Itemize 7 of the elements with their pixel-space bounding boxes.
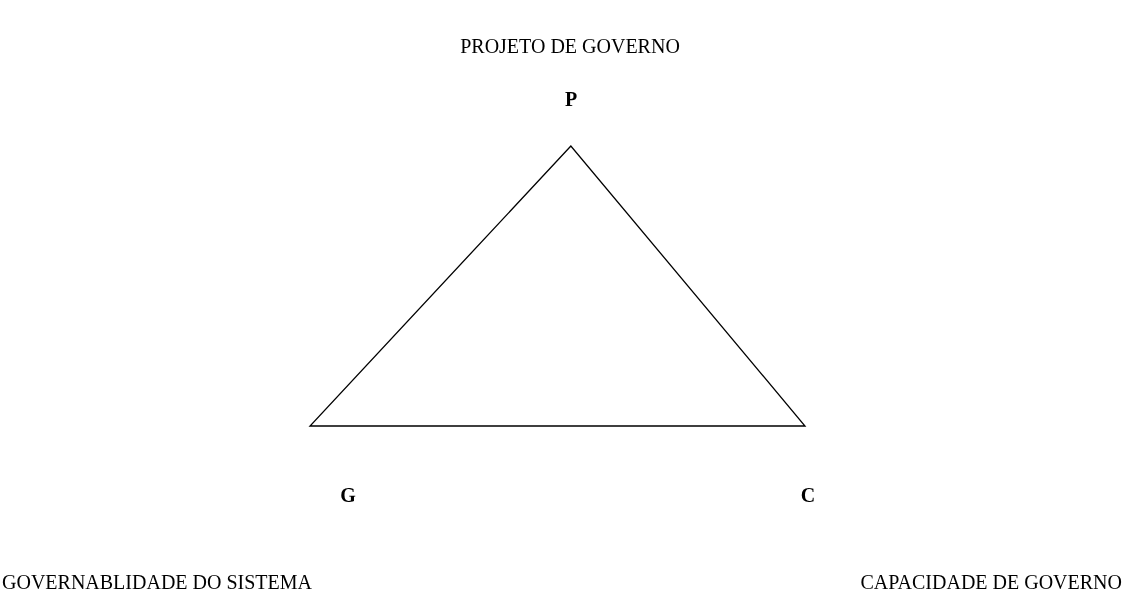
vertex-label: P [564,87,578,111]
heading: PROJETO DE GOVERNO [460,34,680,58]
vertex-caption: GOVERNABLIDADE DO SISTEMA [2,570,312,594]
vertex-label: C [800,483,816,507]
triangle-shape [310,146,805,426]
vertex-label: G [340,483,356,507]
vertex-caption: CAPACIDADE DE GOVERNO [860,570,1122,594]
